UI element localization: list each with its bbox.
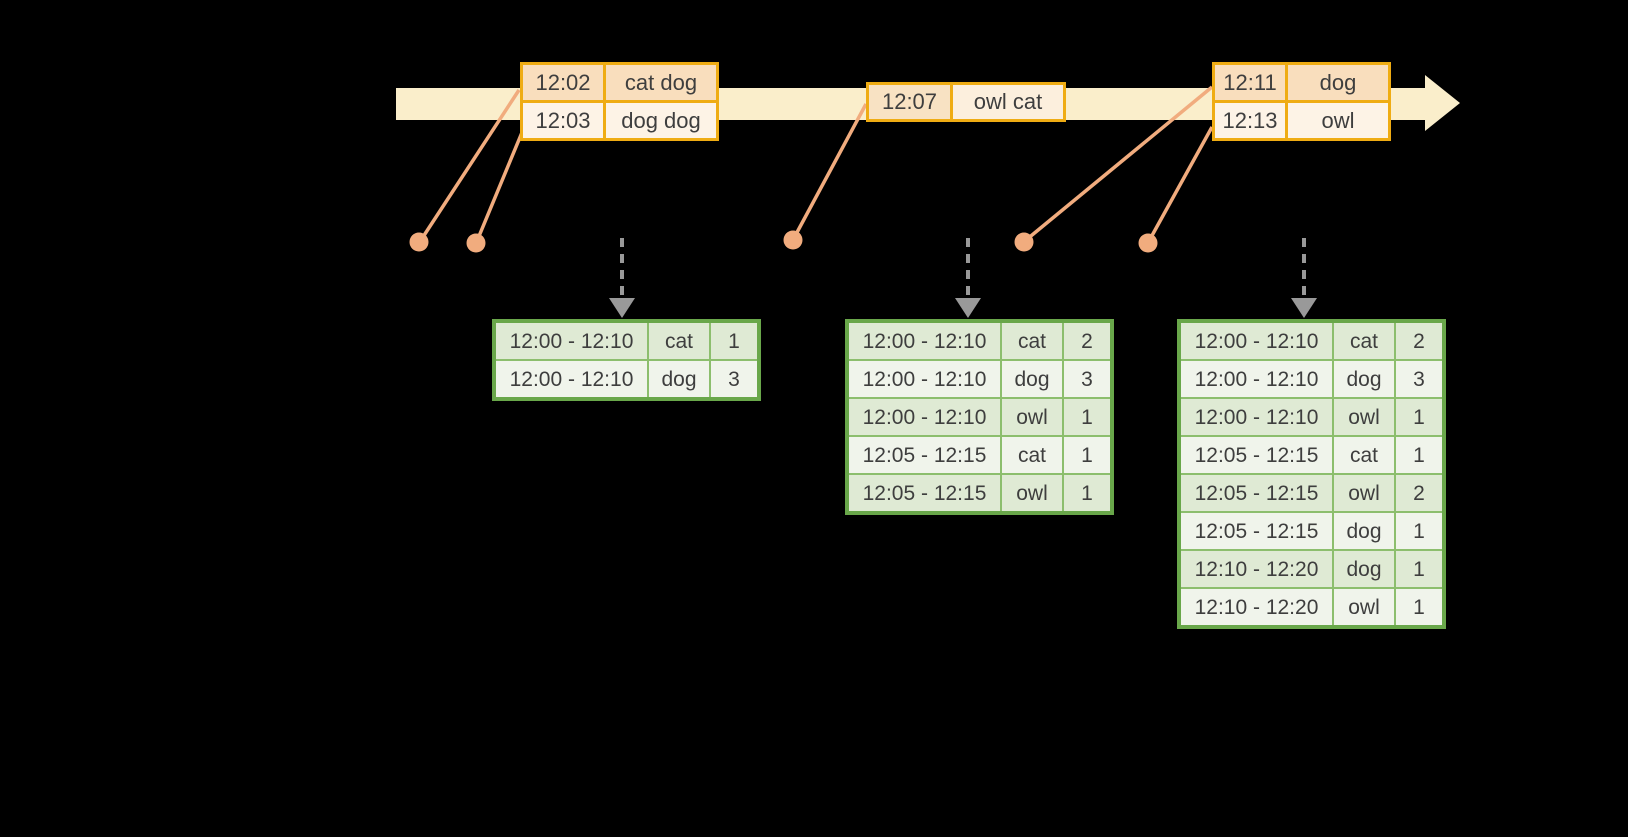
word-cell: owl	[1000, 397, 1064, 437]
word-cell: cat	[1000, 435, 1064, 475]
event-row: 12:13 owl	[1212, 100, 1391, 141]
count-cell: 1	[1062, 473, 1113, 514]
event-time-cell: 12:07	[866, 82, 953, 122]
window-cell: 12:05 - 12:15	[1178, 473, 1334, 513]
result-row: 12:00 - 12:10 cat 2	[1178, 320, 1445, 361]
window-cell: 12:00 - 12:10	[493, 320, 649, 361]
connector-line	[1024, 85, 1214, 242]
count-cell: 1	[1062, 397, 1113, 437]
event-table-1: 12:02 cat dog 12:03 dog dog	[520, 62, 719, 141]
event-time-cell: 12:03	[520, 100, 606, 141]
event-dot	[409, 232, 429, 252]
result-table-2: 12:00 - 12:10 cat 2 12:00 - 12:10 dog 3 …	[845, 319, 1114, 515]
event-time-cell: 12:13	[1212, 100, 1288, 141]
window-cell: 12:00 - 12:10	[846, 320, 1002, 361]
word-cell: cat	[1332, 320, 1396, 361]
result-row: 12:05 - 12:15 owl 2	[1178, 473, 1445, 513]
result-row: 12:10 - 12:20 owl 1	[1178, 587, 1445, 628]
event-table-2: 12:07 owl cat	[866, 82, 1066, 122]
result-row: 12:00 - 12:10 dog 3	[493, 359, 760, 400]
event-time-cell: 12:02	[520, 62, 606, 103]
window-cell: 12:10 - 12:20	[1178, 549, 1334, 589]
result-row: 12:00 - 12:10 owl 1	[846, 397, 1113, 437]
window-cell: 12:05 - 12:15	[846, 473, 1002, 514]
event-words-cell: dog	[1285, 62, 1391, 103]
count-cell: 1	[1394, 587, 1445, 628]
count-cell: 1	[709, 320, 760, 361]
window-cell: 12:05 - 12:15	[1178, 511, 1334, 551]
word-cell: owl	[1332, 473, 1396, 513]
word-cell: cat	[1332, 435, 1396, 475]
count-cell: 2	[1394, 320, 1445, 361]
event-time-cell: 12:11	[1212, 62, 1288, 103]
result-row: 12:00 - 12:10 cat 2	[846, 320, 1113, 361]
event-dot	[1138, 233, 1158, 253]
event-words-cell: owl cat	[950, 82, 1066, 122]
event-table-3: 12:11 dog 12:13 owl	[1212, 62, 1391, 141]
event-dot	[783, 230, 803, 250]
count-cell: 1	[1394, 435, 1445, 475]
window-cell: 12:05 - 12:15	[1178, 435, 1334, 475]
event-words-cell: owl	[1285, 100, 1391, 141]
event-dot	[466, 233, 486, 253]
count-cell: 2	[1394, 473, 1445, 513]
event-words-cell: cat dog	[603, 62, 719, 103]
word-cell: dog	[647, 359, 711, 400]
window-cell: 12:00 - 12:10	[846, 397, 1002, 437]
count-cell: 3	[1394, 359, 1445, 399]
event-row: 12:03 dog dog	[520, 100, 719, 141]
result-row: 12:05 - 12:15 cat 1	[846, 435, 1113, 475]
word-cell: owl	[1332, 587, 1396, 628]
window-cell: 12:10 - 12:20	[1178, 587, 1334, 628]
count-cell: 3	[1062, 359, 1113, 399]
event-row: 12:02 cat dog	[520, 62, 719, 103]
word-cell: dog	[1332, 511, 1396, 551]
count-cell: 2	[1062, 320, 1113, 361]
result-row: 12:05 - 12:15 dog 1	[1178, 511, 1445, 551]
window-cell: 12:00 - 12:10	[493, 359, 649, 400]
result-row: 12:00 - 12:10 dog 3	[1178, 359, 1445, 399]
word-cell: dog	[1332, 549, 1396, 589]
timeline-arrowhead-icon	[1425, 75, 1460, 131]
count-cell: 3	[709, 359, 760, 400]
word-cell: cat	[647, 320, 711, 361]
window-cell: 12:00 - 12:10	[846, 359, 1002, 399]
result-row: 12:10 - 12:20 dog 1	[1178, 549, 1445, 589]
window-cell: 12:05 - 12:15	[846, 435, 1002, 475]
result-table-3: 12:00 - 12:10 cat 2 12:00 - 12:10 dog 3 …	[1177, 319, 1446, 629]
result-row: 12:00 - 12:10 owl 1	[1178, 397, 1445, 437]
result-row: 12:00 - 12:10 dog 3	[846, 359, 1113, 399]
result-row: 12:00 - 12:10 cat 1	[493, 320, 760, 361]
connector-line	[1147, 126, 1214, 242]
word-cell: dog	[1000, 359, 1064, 399]
count-cell: 1	[1394, 511, 1445, 551]
window-cell: 12:00 - 12:10	[1178, 320, 1334, 361]
word-cell: dog	[1332, 359, 1396, 399]
trigger-arrowhead-icon	[609, 298, 635, 318]
connector-line	[792, 103, 868, 239]
connector-line	[419, 89, 521, 241]
result-row: 12:05 - 12:15 cat 1	[1178, 435, 1445, 475]
count-cell: 1	[1394, 549, 1445, 589]
result-row: 12:05 - 12:15 owl 1	[846, 473, 1113, 514]
connector-line	[475, 129, 525, 242]
word-cell: owl	[1332, 397, 1396, 437]
window-cell: 12:00 - 12:10	[1178, 397, 1334, 437]
event-row: 12:07 owl cat	[866, 82, 1066, 122]
event-row: 12:11 dog	[1212, 62, 1391, 103]
word-cell: cat	[1000, 320, 1064, 361]
trigger-arrowhead-icon	[955, 298, 981, 318]
count-cell: 1	[1394, 397, 1445, 437]
result-table-1: 12:00 - 12:10 cat 1 12:00 - 12:10 dog 3	[492, 319, 761, 401]
count-cell: 1	[1062, 435, 1113, 475]
trigger-arrowhead-icon	[1291, 298, 1317, 318]
window-cell: 12:00 - 12:10	[1178, 359, 1334, 399]
event-dot	[1014, 232, 1034, 252]
word-cell: owl	[1000, 473, 1064, 514]
event-words-cell: dog dog	[603, 100, 719, 141]
